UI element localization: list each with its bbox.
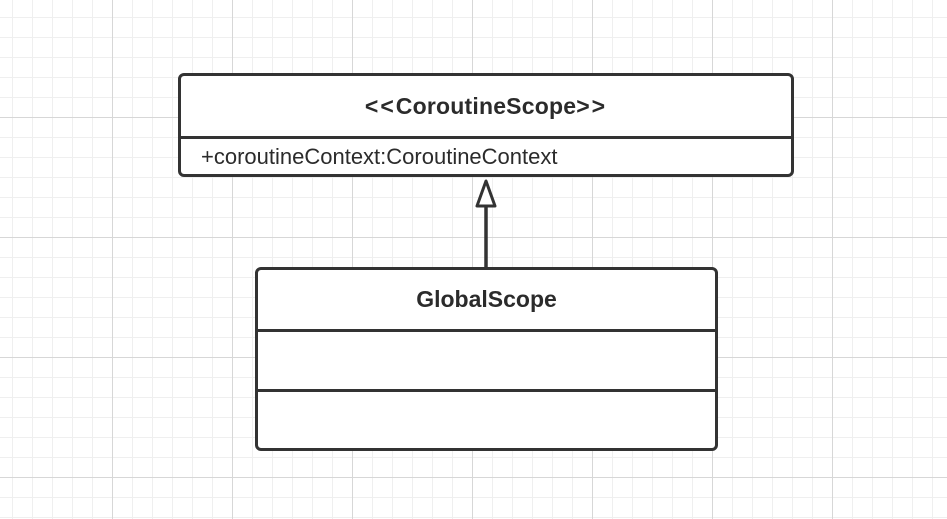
interface-name-compartment: << CoroutineScope >> (181, 76, 791, 136)
class-fields-compartment (258, 329, 715, 389)
interface-name: CoroutineScope (395, 92, 577, 119)
class-methods-compartment (258, 389, 715, 448)
global-scope-class[interactable]: GlobalScope (255, 267, 718, 451)
coroutine-scope-interface[interactable]: << CoroutineScope >> +coroutineContext:C… (178, 73, 794, 177)
interface-attribute-compartment: +coroutineContext:CoroutineContext (181, 136, 791, 174)
stereotype-open: << (364, 92, 396, 119)
class-name: GlobalScope (416, 286, 557, 312)
class-name-compartment: GlobalScope (258, 270, 715, 329)
stereotype-close: >> (576, 92, 608, 119)
attribute-coroutine-context: +coroutineContext:CoroutineContext (201, 143, 558, 169)
hollow-triangle-arrowhead (475, 179, 497, 208)
